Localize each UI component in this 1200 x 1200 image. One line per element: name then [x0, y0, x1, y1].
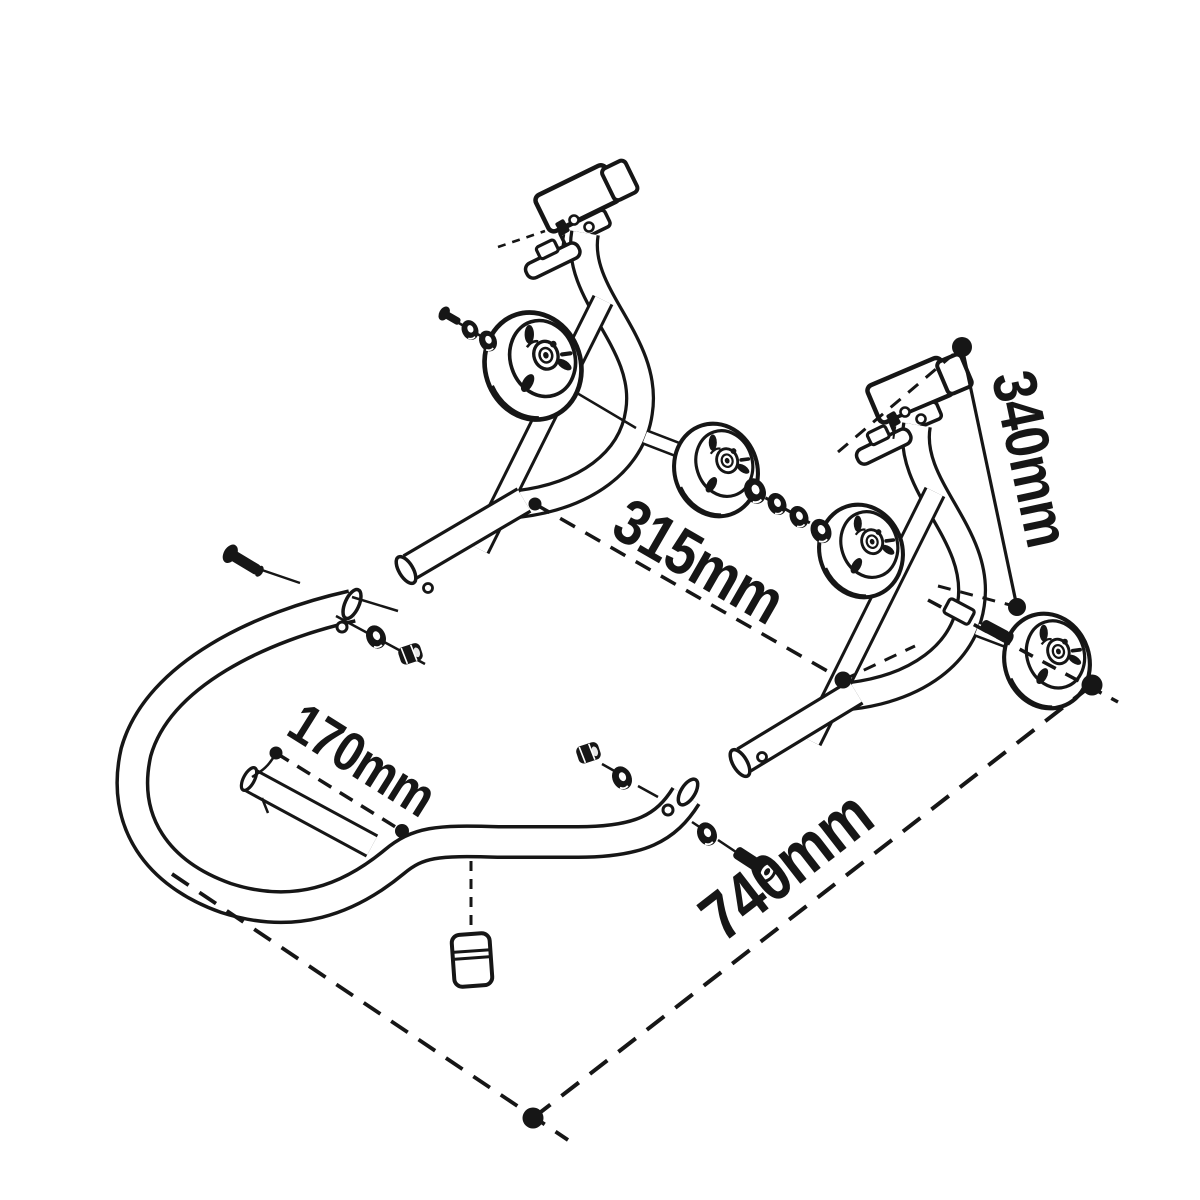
- dimension-dots: [269, 337, 1103, 1129]
- handle-bolt-hole-right: [661, 803, 675, 817]
- dimension-lines: [170, 345, 1094, 1142]
- washer: [361, 621, 391, 653]
- left-adapter-axis: [497, 229, 546, 249]
- dim-340-line: [960, 346, 1019, 608]
- right-bracket-bolt: [899, 406, 911, 418]
- dim-extension-left: [170, 872, 570, 1142]
- fasteners: [222, 306, 1014, 883]
- dim-340-ext-top: [837, 345, 963, 454]
- handle-left-socket: [341, 587, 363, 621]
- left-adapter-screw: [555, 219, 570, 248]
- bolt-wheel-4: [980, 620, 1014, 645]
- handle-bar: [115, 587, 701, 925]
- right-arm: [728, 352, 1036, 779]
- bolt-handle-left: [222, 544, 264, 577]
- washer: [457, 316, 483, 344]
- handle-right-socket: [676, 777, 700, 807]
- washer: [785, 501, 813, 533]
- left-bracket-bolt: [568, 214, 580, 226]
- right-arm-socket: [728, 747, 752, 779]
- handle-bolt-hole-left: [335, 620, 349, 634]
- handle-crossbar: [239, 766, 379, 858]
- right-bracket-bolt: [915, 413, 927, 425]
- dim-740-line: [531, 683, 1094, 1120]
- spacer-wheel-4: [942, 597, 976, 626]
- right-adapter-cup: [854, 424, 913, 466]
- right-adapter-screw: [886, 411, 901, 440]
- dim-315-line: [534, 502, 844, 682]
- roller-wheel-4: [992, 602, 1102, 719]
- washer: [692, 818, 722, 850]
- left-arm-socket: [394, 554, 418, 586]
- roller-wheel-1: [471, 300, 595, 432]
- washer: [607, 762, 637, 794]
- bolt-handle-right: [733, 847, 777, 883]
- washer: [763, 488, 791, 520]
- axis-handle-right: [601, 762, 737, 854]
- nut: [573, 739, 603, 766]
- dim-340-label: 340mm: [978, 365, 1082, 553]
- left-bracket-bolt: [583, 221, 595, 233]
- bolt-wheel-1: [438, 306, 461, 325]
- left-arm: [394, 158, 708, 594]
- left-adapter-cup: [523, 238, 582, 280]
- roller-wheel-3: [807, 494, 915, 609]
- end-cap-part: [449, 931, 495, 989]
